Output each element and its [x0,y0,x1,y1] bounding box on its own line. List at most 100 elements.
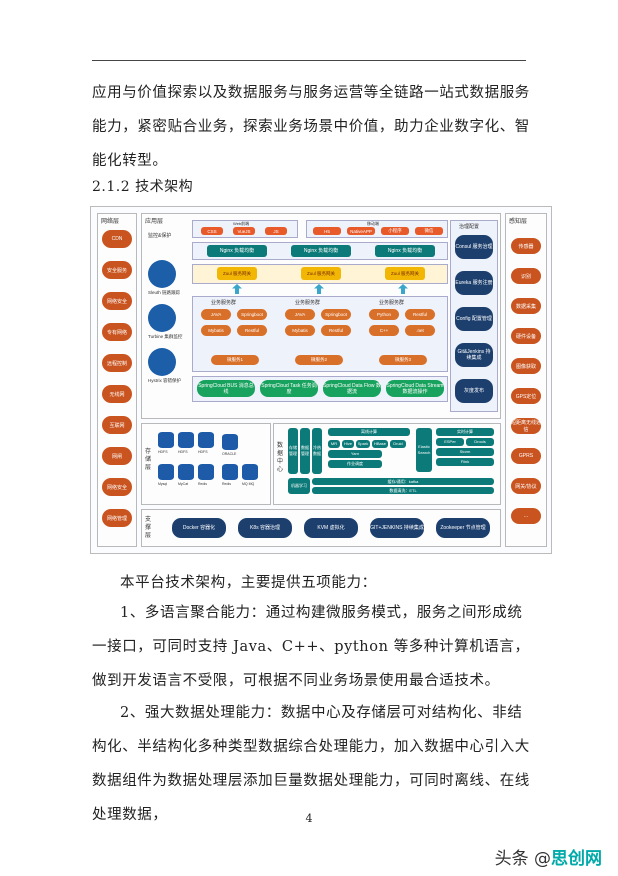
storage-cylinder [158,432,174,448]
data-center-item: MR [328,440,340,448]
data-center-item: Elastic Search [416,428,432,472]
data-center-item: Druid [390,440,406,448]
up-arrow-icon [398,284,408,294]
data-center-item: ESPer [436,438,464,446]
up-arrow-icon [232,284,242,294]
business-group-title: 业务服务群 [295,300,321,306]
application-layer-title: 应用层 [145,219,164,225]
zuul-item: Zuul 服务网关 [217,267,257,280]
perception-item: ... [511,508,541,524]
springcloud-item: SpringCloud Data Flow 数据流 [323,380,381,397]
network-layer-title: 网络层 [101,219,120,225]
business-tag: JAVA [285,309,315,320]
business-tag: Restful [321,325,351,336]
storage-cylinder [158,464,174,480]
data-center-item: Yarn [328,450,382,458]
governance-title: 治理配置 [459,224,480,230]
business-tag: Restful [405,309,435,320]
mobile-item: NativeAPP [347,227,375,235]
data-center-item: 机器学习 [288,478,310,494]
support-item: KVM 虚拟化 [304,518,358,538]
business-tag: Python [369,309,399,320]
storage-label: MQ MQ [242,482,255,486]
turbine-label: Turbine 集群监控 [148,334,183,339]
governance-item: 灰度发布 [455,379,493,403]
governance-item: Eureka 服务注册 [455,271,493,295]
data-center-item: 数据管理 [300,428,310,474]
network-item: 网络安全 [102,478,132,496]
hystrix-node [148,348,176,376]
storage-label: Mysql [158,482,168,486]
perception-item: 识别 [511,268,541,284]
perception-item: 短距离无线通信 [511,418,542,434]
perception-item: 数据采集 [511,298,541,314]
storage-layer-title: 存储层 [145,449,152,471]
web-item: VueJS [233,227,255,235]
zuul-item: Zuul 服务网关 [385,267,425,280]
storage-cylinder [198,432,214,448]
storage-label: Redis [198,482,207,486]
perception-item: 图像获取 [511,358,541,374]
paragraph-capabilities: 本平台技术架构，主要提供五项能力： [120,575,377,591]
perception-item: 硬件设备 [511,328,541,344]
support-item: Zookeeper 节点管理 [436,518,490,538]
paragraph-intro: 应用与价值探索以及数据服务与服务运营等全链路一站式数据服务能力，紧密贴合业务，探… [92,85,530,169]
support-item: Docker 容器化 [172,518,226,538]
zuul-item: Zuul 服务网关 [301,267,341,280]
mobile-item: H5 [313,227,341,235]
nginx-item: Nginx 负载均衡 [207,245,267,257]
mobile-item: 小程序 [381,227,409,235]
storage-label: HDFS [198,450,208,454]
perception-item: 网关/协议 [511,478,541,494]
springcloud-item: SpringCloud Task 任务调度 [260,380,318,397]
data-center-item: HBase [372,440,388,448]
governance-item: Config 配置管理 [455,307,493,331]
microservice-item: 微服务1 [211,355,259,365]
data-center-item: 实时计算 [436,428,494,436]
data-center-item: 缓存/通用：kafka [312,478,494,485]
support-item: GIT+JENKINS 持续集成 [370,518,424,538]
business-tag: Springboot [321,309,351,320]
data-center-item: Hive [342,440,354,448]
governance-item: Git&Jenkins 持续集成 [455,343,493,367]
data-center-item: Storm [436,448,494,456]
support-layer-title: 支撑层 [145,517,152,539]
storage-label: HDFS [158,450,168,454]
business-tag: Mybatis [201,325,231,336]
perception-layer-title: 感知层 [509,219,528,225]
data-center-item: Flink [436,458,494,466]
storage-cylinder [198,464,214,480]
section-heading: 2.1.2 技术架构 [92,179,194,195]
turbine-node [148,304,176,332]
paragraph-multilang: 1、多语言聚合能力：通过构建微服务模式，服务之间形成统一接口，可同时支持 Jav… [92,605,530,689]
network-item: 网络安全 [102,292,132,310]
mobile-title: 移动端 [367,221,379,226]
up-arrow-icon [314,284,324,294]
network-item: 互联网 [102,416,132,434]
storage-label: ORACLE [222,452,237,456]
business-tag: Springboot [237,309,267,320]
page-number: 4 [305,812,313,825]
zuul-row: Zuul 服务网关 Zuul 服务网关 Zuul 服务网关 [192,264,448,284]
network-item: 网闸 [102,447,132,465]
network-item: 专有网络 [102,323,132,341]
network-item: 网络管理 [102,509,132,527]
springcloud-item: SpringCloud BUS 消息总线 [197,380,255,397]
data-center-item: 存储管理 [288,428,298,474]
springcloud-row: SpringCloud BUS 消息总线 SpringCloud Task 任务调… [192,376,448,402]
microservice-item: 微服务2 [295,355,343,365]
storage-cylinder [222,464,238,480]
network-item: 安全服务 [102,261,132,279]
governance-item: Consul 服务治理 [455,235,493,259]
governance-box: 治理配置 Consul 服务治理 Eureka 服务注册 Config 配置管理 Gi… [450,220,498,412]
web-frontend-title: Web前端 [233,221,250,226]
web-item: JS [265,227,287,235]
hystrix-label: Hystrix 容错保护 [148,378,181,383]
